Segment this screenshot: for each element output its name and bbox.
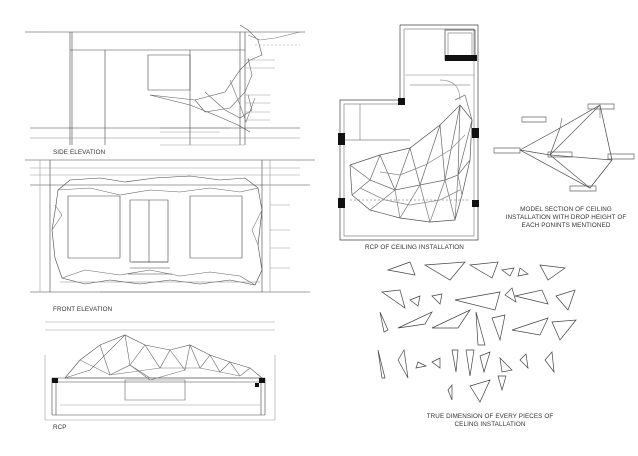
rcp-title: RCP: [53, 424, 67, 431]
front-elevation-drawing: [25, 160, 315, 292]
rcp-walls: [52, 378, 265, 387]
true-dimension-title: TRUE DIMENSION OF EVERY PIECES OF CELING…: [426, 413, 554, 428]
ceiling-plan-title: RCP OF CEILING INSTALLATION: [365, 244, 464, 251]
side-elevation-title: SIDE ELEVATION: [53, 149, 106, 156]
model-section-drawing: [494, 104, 634, 191]
ceiling-plan-columns: [338, 55, 479, 208]
model-section-title: MODEL SECTION OF CEILING INSTALLATION WI…: [505, 206, 627, 229]
front-elevation-title: FRONT ELEVATION: [53, 306, 113, 313]
rcp-drawing: [45, 322, 275, 420]
side-elevation-drawing: [25, 25, 305, 145]
true-dimension-pieces: [378, 262, 576, 402]
